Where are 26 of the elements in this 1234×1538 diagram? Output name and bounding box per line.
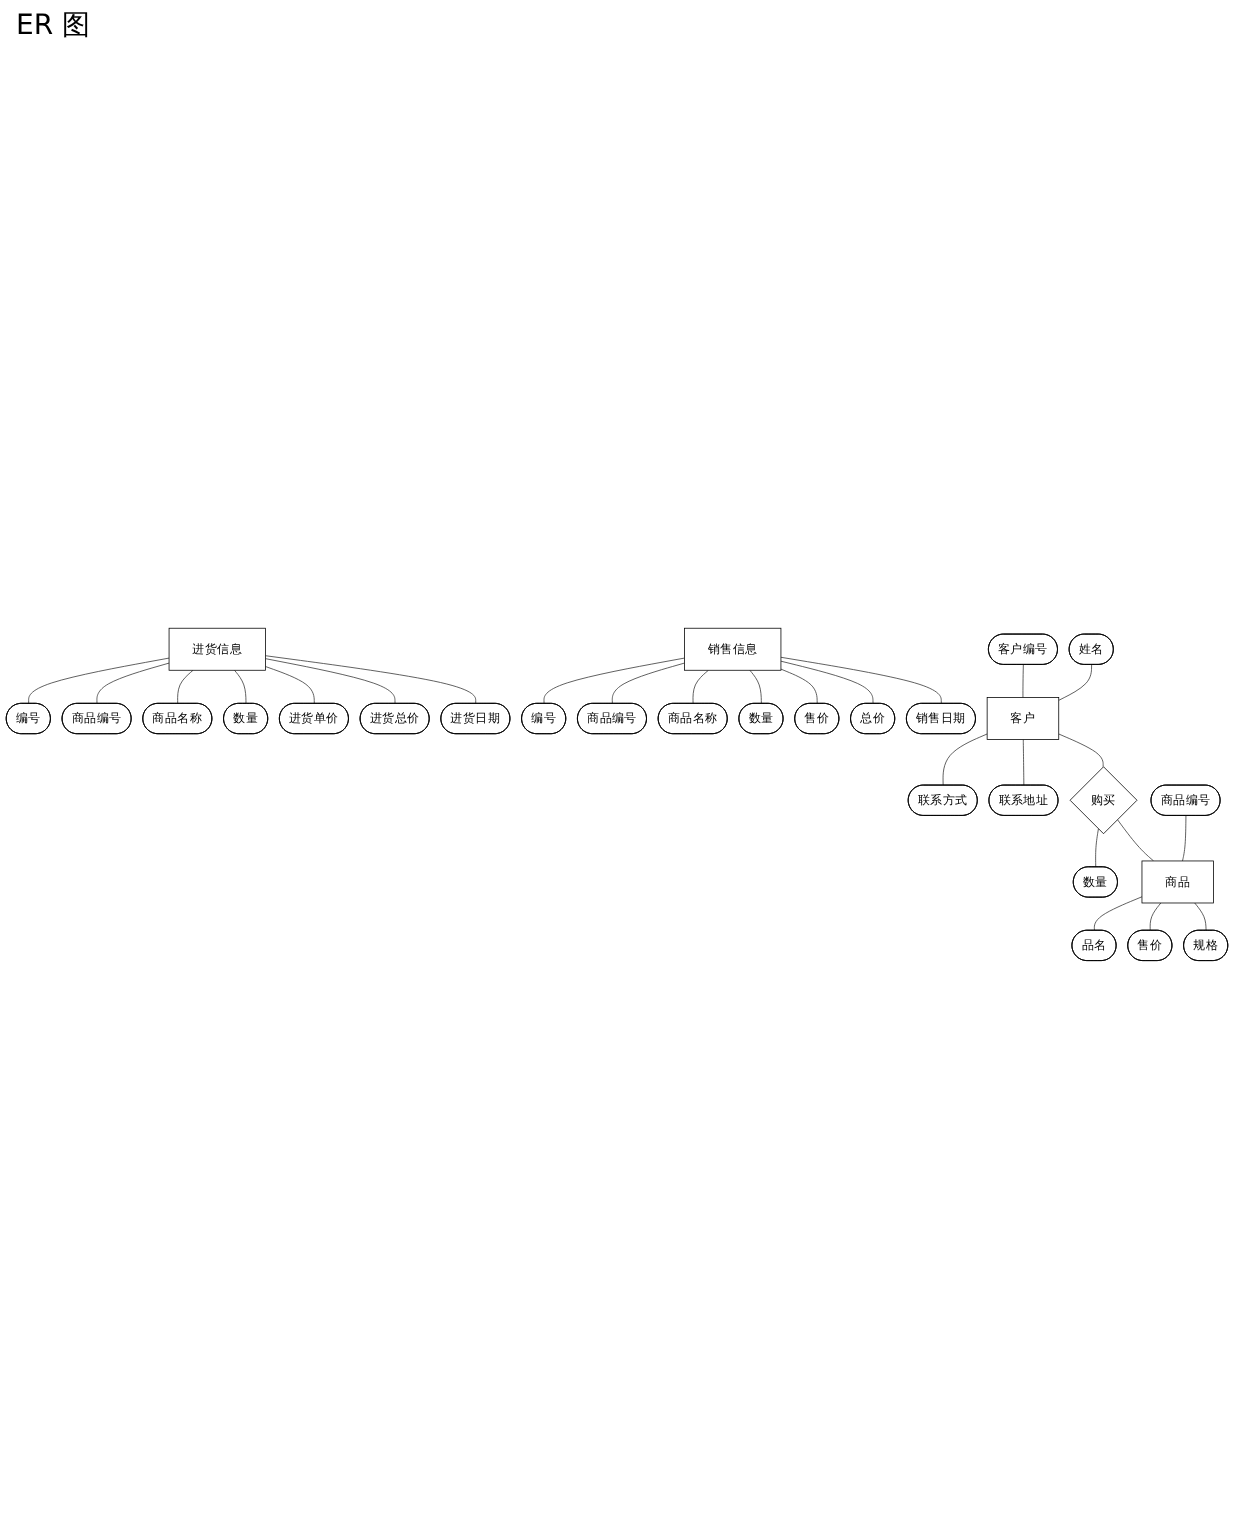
connector bbox=[96, 663, 170, 705]
connector bbox=[265, 666, 315, 705]
connector bbox=[1058, 665, 1092, 702]
connector bbox=[265, 658, 396, 705]
connector bbox=[1149, 903, 1162, 932]
connector bbox=[234, 670, 247, 705]
connector bbox=[1182, 816, 1187, 862]
connector bbox=[177, 670, 194, 705]
connector bbox=[1095, 829, 1099, 869]
connector bbox=[1022, 739, 1025, 787]
connector bbox=[942, 734, 988, 787]
connector bbox=[780, 661, 874, 705]
connector bbox=[692, 670, 709, 705]
connector bbox=[1022, 665, 1024, 699]
connector bbox=[749, 670, 762, 705]
connector bbox=[543, 658, 685, 705]
connector bbox=[1116, 819, 1154, 862]
connector bbox=[265, 655, 477, 705]
connector bbox=[1093, 897, 1143, 932]
connector bbox=[1058, 734, 1104, 768]
connector bbox=[1194, 903, 1207, 932]
connector bbox=[780, 657, 942, 705]
diagram-label: ER 图 bbox=[16, 8, 93, 44]
connector bbox=[611, 663, 685, 705]
connector bbox=[28, 658, 170, 705]
connector bbox=[780, 669, 818, 705]
